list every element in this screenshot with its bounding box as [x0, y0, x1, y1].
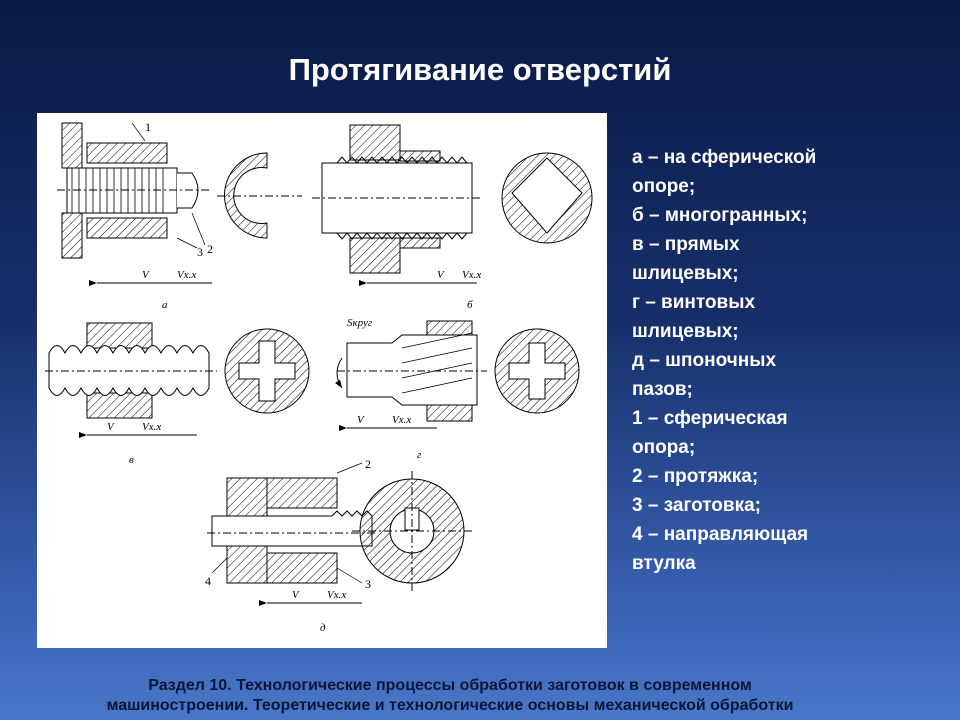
legend-line: пазов; — [632, 379, 693, 400]
speed-vxx-d: Vх.х — [327, 589, 346, 601]
callout-2-a: 2 — [207, 242, 213, 256]
diagram-a: 1 3 2 V Vх.х а — [57, 120, 302, 311]
legend-line: втулка — [632, 553, 696, 574]
letter-a: а — [162, 299, 168, 311]
speed-vxx-b: Vх.х — [462, 269, 481, 281]
callout-2-d: 2 — [365, 457, 371, 471]
letter-v: в — [129, 454, 134, 466]
legend-line: 1 – сферическая — [632, 408, 788, 429]
callout-1: 1 — [145, 120, 151, 134]
callout-3-a: 3 — [197, 245, 203, 259]
speed-v-a: V — [142, 269, 150, 281]
footer-line-1: Раздел 10. Технологические процессы обра… — [148, 677, 752, 694]
speed-vxx-v: Vх.х — [142, 421, 161, 433]
footer-line-2: машиностроении. Теоретические и технолог… — [106, 697, 794, 714]
letter-b: б — [467, 299, 473, 311]
speed-v-g: V — [357, 414, 365, 426]
letter-g: г — [417, 449, 422, 461]
legend-line: опоре; — [632, 176, 696, 197]
speed-v-v: V — [107, 421, 115, 433]
rotation-label: Sкруг — [347, 317, 373, 329]
legend-line: д – шпоночных — [632, 350, 777, 371]
speed-vxx-g: Vх.х — [392, 414, 411, 426]
legend-line: в – прямых — [632, 234, 740, 255]
diagram-v: V Vх.х в — [45, 322, 310, 466]
legend-line: шлицевых; — [632, 321, 739, 342]
legend-line: г – винтовых — [632, 292, 756, 313]
diagram-g: Sкруг V Vх.х г — [335, 317, 580, 461]
callout-3-d: 3 — [365, 577, 371, 591]
legend-line: б – многогранных; — [632, 205, 808, 226]
speed-vxx-a: Vх.х — [177, 269, 196, 281]
legend-line: 3 – заготовка; — [632, 495, 761, 516]
slide-title: Протягивание отверстий — [288, 52, 672, 87]
letter-d: д — [320, 622, 326, 634]
legend-line: 4 – направляющая — [632, 524, 809, 545]
diagram-b: V Vх.х б — [312, 124, 593, 311]
legend-line: опора; — [632, 437, 696, 458]
broaching-diagram: 1 3 2 V Vх.х а V Vх.х б — [37, 113, 607, 648]
slide-footer: Раздел 10. Технологические процессы обра… — [0, 676, 900, 716]
diagram-d: 2 3 4 V Vх.х д — [205, 457, 472, 634]
legend-line: шлицевых; — [632, 263, 739, 284]
speed-v-d: V — [292, 589, 300, 601]
speed-v-b: V — [437, 269, 445, 281]
legend: а – на сферической опоре; б – многогранн… — [632, 143, 932, 578]
legend-line: а – на сферической — [632, 147, 817, 168]
callout-4: 4 — [205, 574, 211, 588]
legend-line: 2 – протяжка; — [632, 466, 759, 487]
